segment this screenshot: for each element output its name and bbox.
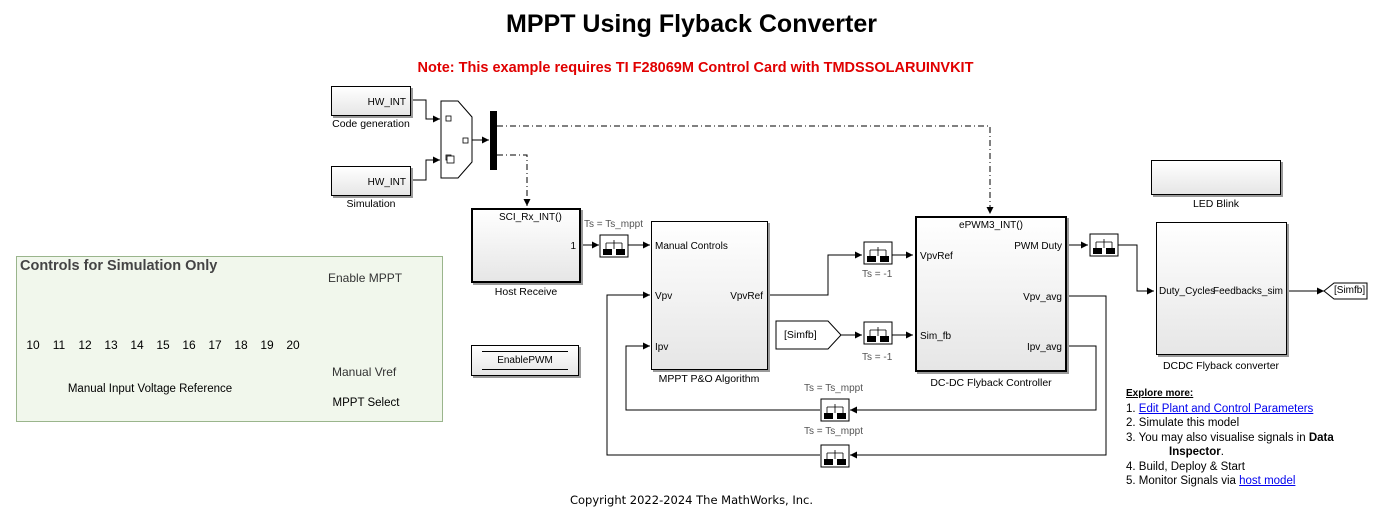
block-header: ePWM3_INT() <box>959 220 1023 231</box>
port-vpvref-in: VpvRef <box>920 251 953 262</box>
explore-item-3: 3. You may also visualise signals in Dat… <box>1126 431 1334 459</box>
port-duty-cycles: Duty_Cycles <box>1159 286 1216 297</box>
explore-item-2: 2. Simulate this model <box>1126 417 1240 429</box>
signal-ipv-to-mppt <box>625 342 820 411</box>
signal-vpv-to-mppt <box>606 291 820 456</box>
mppt-algorithm-block[interactable]: Manual Controls Vpv Ipv VpvRef <box>651 221 768 370</box>
port-manual-controls: Manual Controls <box>655 241 728 252</box>
slider-tick-label: 17 <box>208 338 222 352</box>
port-simfb-in: Sim_fb <box>920 331 952 342</box>
rate-transition-pwm[interactable] <box>1089 233 1119 257</box>
fcall-to-host-receive <box>497 154 531 206</box>
simulation-controls-panel: Controls for Simulation Only Enable MPPT… <box>16 256 443 422</box>
rate-label-rt5: Ts = Ts_mppt <box>804 426 864 437</box>
simfb-from-text: [Simfb] <box>784 329 817 341</box>
slider-tick-label: 19 <box>260 338 274 352</box>
led-blink-block[interactable] <box>1151 160 1281 195</box>
explore-item-4: 4. Build, Deploy & Start <box>1126 460 1245 473</box>
port-vpv-avg: Vpv_avg <box>1023 292 1062 303</box>
page-title: MPPT Using Flyback Converter <box>506 10 877 38</box>
dcdc-flyback-plant-block[interactable]: Duty_Cycles Feedbacks_sim <box>1156 222 1287 355</box>
block-text: HW_INT <box>367 177 406 188</box>
port-ipv: Ipv <box>655 342 669 353</box>
flyback-controller-block[interactable]: ePWM3_INT() VpvRef Sim_fb PWM Duty Vpv_a… <box>915 216 1067 372</box>
rate-transition-rt1[interactable] <box>599 234 629 258</box>
edit-parameters-link[interactable]: Edit Plant and Control Parameters <box>1138 402 1314 415</box>
explore-more-section: Explore more: 1. Edit Plant and Control … <box>1126 387 1334 489</box>
slider-tick-label: 10 <box>26 338 40 352</box>
mppt-algorithm-label: MPPT P&O Algorithm <box>658 373 760 385</box>
port-vpvref-out: VpvRef <box>730 291 763 302</box>
led-blink-label: LED Blink <box>1192 198 1240 210</box>
simfb-from-block <box>775 320 842 350</box>
slider-tick-label: 20 <box>286 338 300 352</box>
panel-title: Controls for Simulation Only <box>20 258 218 274</box>
port-ipv-avg: Ipv_avg <box>1026 342 1062 353</box>
copyright-footer: Copyright 2022-2024 The MathWorks, Inc. <box>569 493 814 507</box>
explore-item-1: 1. Edit Plant and Control Parameters <box>1126 402 1314 415</box>
switch-caption: MPPT Select <box>332 397 400 409</box>
signal-ipv-feedback <box>850 345 1097 414</box>
rate-label-rt3: Ts = -1 <box>862 352 893 363</box>
host-model-link[interactable]: host model <box>1239 475 1296 487</box>
port-out-1: 1 <box>570 241 576 252</box>
slider-tick-label: 11 <box>52 338 66 352</box>
rate-transition-rt4[interactable] <box>820 398 850 422</box>
rate-label-rt1: Ts = Ts_mppt <box>584 219 644 230</box>
explore-heading: Explore more: <box>1126 388 1194 399</box>
switch-label-bottom: Manual Vref <box>332 365 397 379</box>
signal-rt-pwm-to-plant <box>1118 244 1154 295</box>
rate-transition-rt5[interactable] <box>820 444 850 468</box>
host-receive-label: Host Receive <box>494 286 558 298</box>
rate-transition-rt2[interactable] <box>863 241 893 265</box>
port-vpv: Vpv <box>655 291 673 302</box>
block-text: EnablePWM <box>497 355 553 366</box>
slider-tick-label: 14 <box>130 338 144 352</box>
rate-label-rt2: Ts = -1 <box>862 269 893 280</box>
slider-tick-label: 13 <box>104 338 118 352</box>
host-receive-block[interactable]: SCI_Rx_INT() 1 <box>471 208 581 283</box>
signal-codegen-to-switch <box>411 99 440 123</box>
slider-tick-label: 18 <box>234 338 248 352</box>
codegen-hwint-block[interactable]: HW_INT <box>331 86 411 116</box>
explore-item-5: 5. Monitor Signals via host model <box>1126 475 1296 487</box>
dcdc-flyback-plant-label: DCDC Flyback converter <box>1162 360 1280 372</box>
slider-caption: Manual Input Voltage Reference <box>67 383 233 395</box>
requirement-note: Note: This example requires TI F28069M C… <box>417 60 974 76</box>
simulation-label: Simulation <box>346 198 396 210</box>
fcall-to-controller <box>497 125 994 214</box>
signal-mppt-to-rt2 <box>768 251 862 296</box>
mux-bar <box>490 111 497 170</box>
slider-tick-label: 12 <box>78 338 92 352</box>
simfb-goto-text: [Simfb] <box>1334 285 1366 296</box>
simfb-goto-block <box>1323 282 1368 300</box>
flyback-controller-label: DC-DC Flyback Controller <box>930 377 1052 389</box>
codegen-label: Code generation <box>332 118 410 130</box>
rate-label-rt4: Ts = Ts_mppt <box>804 383 864 394</box>
signal-vpv-feedback <box>850 295 1107 459</box>
simulation-hwint-block[interactable]: HW_INT <box>331 166 411 196</box>
port-pwm-duty: PWM Duty <box>1014 241 1062 252</box>
block-text: HW_INT <box>367 97 406 108</box>
enable-pwm-block[interactable]: EnablePWM <box>471 345 579 376</box>
port-feedbacks-sim: Feedbacks_sim <box>1212 286 1283 297</box>
signal-sim-to-switch <box>411 156 440 181</box>
slider-tick-label: 15 <box>156 338 170 352</box>
slider-tick-label: 16 <box>182 338 196 352</box>
block-header: SCI_Rx_INT() <box>499 212 562 223</box>
rate-transition-rt3[interactable] <box>863 321 893 345</box>
switch-label-top: Enable MPPT <box>328 271 403 285</box>
